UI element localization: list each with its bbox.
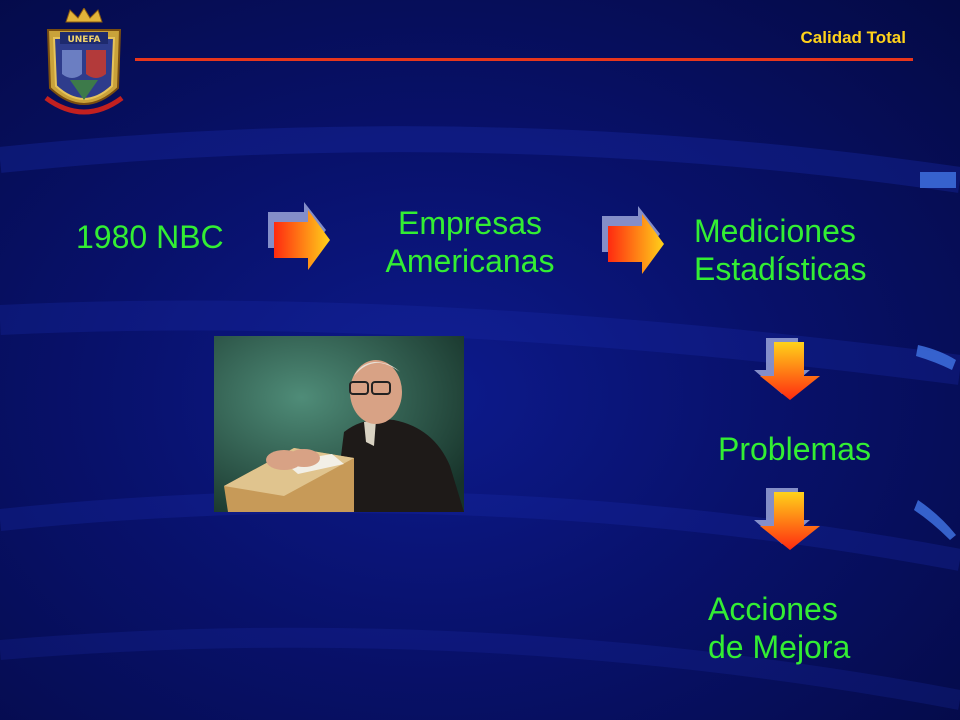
companies-label: Empresas Americanas: [370, 204, 570, 280]
companies-line-2: Americanas: [385, 243, 555, 279]
arrow-right-icon: [268, 202, 330, 270]
arrow-down-icon: [754, 488, 820, 550]
companies-line-1: Empresas: [397, 205, 543, 241]
speaker-photo: [214, 336, 464, 512]
measurements-line-2: Estadísticas: [694, 251, 867, 287]
problems-label: Problemas: [718, 431, 871, 467]
measurements-line-1: Mediciones: [694, 213, 856, 249]
actions-line-2: de Mejora: [708, 629, 851, 665]
actions-label: Acciones de Mejora: [708, 590, 850, 666]
header-title: Calidad Total: [800, 28, 906, 47]
header-divider: [135, 58, 913, 61]
crest-text: UNEFA: [67, 35, 100, 45]
arrow-down-icon: [754, 338, 820, 400]
start-label: 1980 NBC: [76, 219, 224, 255]
unefa-crest-logo: UNEFA: [40, 7, 128, 131]
measurements-label: Mediciones Estadísticas: [694, 212, 867, 288]
actions-line-1: Acciones: [708, 591, 838, 627]
arrow-right-icon: [602, 206, 664, 274]
